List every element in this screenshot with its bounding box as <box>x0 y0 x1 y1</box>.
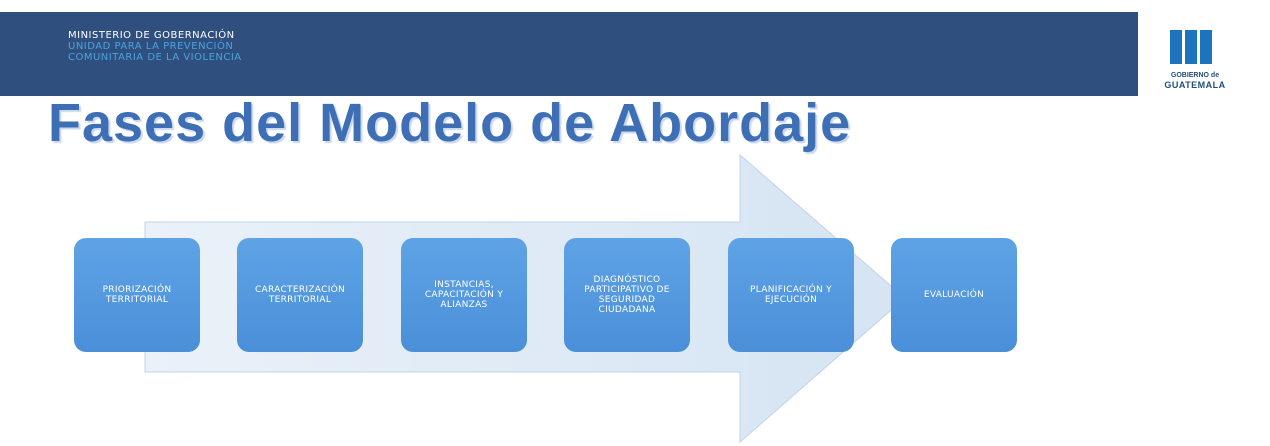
guatemala-bars-icon <box>1170 30 1215 69</box>
phase-box-3: INSTANCIAS, CAPACITACIÓN Y ALIANZAS <box>401 238 527 352</box>
phase-box-4: DIAGNÓSTICO PARTICIPATIVO DE SEGURIDAD C… <box>564 238 690 352</box>
header-band <box>0 12 1138 96</box>
ministry-label: MINISTERIO DE GOBERNACIÓN UNIDAD PARA LA… <box>68 30 242 63</box>
phase-label: CARACTERIZACIÓN TERRITORIAL <box>254 285 346 305</box>
phase-label: DIAGNÓSTICO PARTICIPATIVO DE SEGURIDAD C… <box>584 275 670 315</box>
phase-label: INSTANCIAS, CAPACITACIÓN Y ALIANZAS <box>424 280 504 310</box>
ministry-line-3: COMUNITARIA DE LA VIOLENCIA <box>68 52 242 63</box>
government-logo: GOBIERNO de GUATEMALA <box>1150 24 1240 96</box>
phase-label: EVALUACIÓN <box>923 290 985 300</box>
ministry-line-1: MINISTERIO DE GOBERNACIÓN <box>68 30 235 41</box>
phase-box-2: CARACTERIZACIÓN TERRITORIAL <box>237 238 363 352</box>
logo-line-2: GUATEMALA <box>1164 80 1226 90</box>
page-title: Fases del Modelo de Abordaje <box>48 93 852 153</box>
ministry-line-2: UNIDAD PARA LA PREVENCIÓN <box>68 41 234 52</box>
phase-box-1: PRIORIZACIÓN TERRITORIAL <box>74 238 200 352</box>
phase-box-5: PLANIFICACIÓN Y EJECUCIÓN <box>728 238 854 352</box>
phase-label: PRIORIZACIÓN TERRITORIAL <box>102 285 172 305</box>
logo-line-1: GOBIERNO de <box>1170 72 1220 79</box>
phase-label: PLANIFICACIÓN Y EJECUCIÓN <box>750 285 832 305</box>
phase-box-6: EVALUACIÓN <box>891 238 1017 352</box>
